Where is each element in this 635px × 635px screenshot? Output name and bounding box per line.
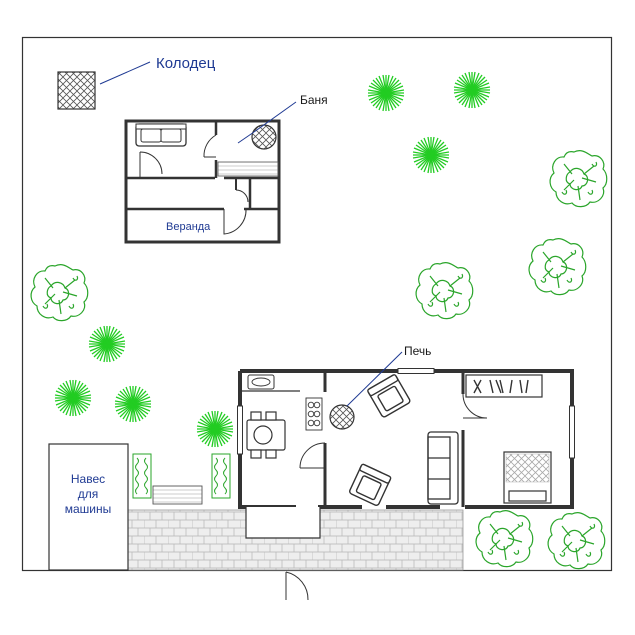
shrub-icon bbox=[475, 510, 534, 568]
tree-icon bbox=[54, 379, 92, 417]
bathhouse-label: Баня bbox=[300, 93, 328, 107]
bench-icon bbox=[152, 485, 203, 505]
carport-label-line3: машины bbox=[65, 502, 112, 516]
bathhouse bbox=[124, 101, 297, 244]
bed-icon bbox=[503, 451, 552, 504]
tree-icon bbox=[367, 74, 405, 112]
tree-icon bbox=[412, 136, 450, 174]
shrub-icon bbox=[549, 150, 608, 208]
wardrobe-icon bbox=[465, 374, 543, 398]
bathhouse-leader-line bbox=[253, 101, 297, 133]
cooktop-icon bbox=[305, 397, 323, 431]
carport bbox=[48, 443, 129, 571]
stove-icon bbox=[251, 124, 277, 150]
sofa-icon bbox=[135, 123, 187, 147]
tree-icon bbox=[88, 325, 126, 363]
door-icon bbox=[139, 134, 249, 235]
shrub-icon bbox=[547, 512, 606, 570]
armchair-icon bbox=[366, 373, 412, 419]
plot-boundary bbox=[21, 36, 613, 572]
sofa-icon bbox=[427, 431, 459, 505]
shrub-icon bbox=[528, 238, 587, 296]
tree-icon bbox=[114, 385, 152, 423]
carport-label-line1: Навес bbox=[71, 472, 105, 486]
main-house bbox=[237, 351, 575, 601]
shrub-icon bbox=[211, 453, 231, 499]
armchair-icon bbox=[348, 463, 392, 507]
sink-icon bbox=[247, 374, 275, 390]
tree-icon bbox=[196, 410, 234, 448]
shrub-icon bbox=[415, 262, 474, 320]
veranda-label: Веранда bbox=[166, 221, 211, 233]
dining-table-icon bbox=[246, 411, 286, 459]
tree-icon bbox=[453, 71, 491, 109]
stove-icon bbox=[329, 404, 355, 430]
well-icon bbox=[57, 71, 96, 110]
stove-leader-line bbox=[346, 351, 403, 407]
stove-label: Печь bbox=[404, 344, 431, 358]
carport-label-line2: для bbox=[78, 487, 99, 501]
shrub-icon bbox=[132, 453, 152, 499]
well-label: Колодец bbox=[156, 55, 216, 72]
shrub-icon bbox=[30, 264, 89, 322]
well-leader-line bbox=[99, 61, 151, 85]
